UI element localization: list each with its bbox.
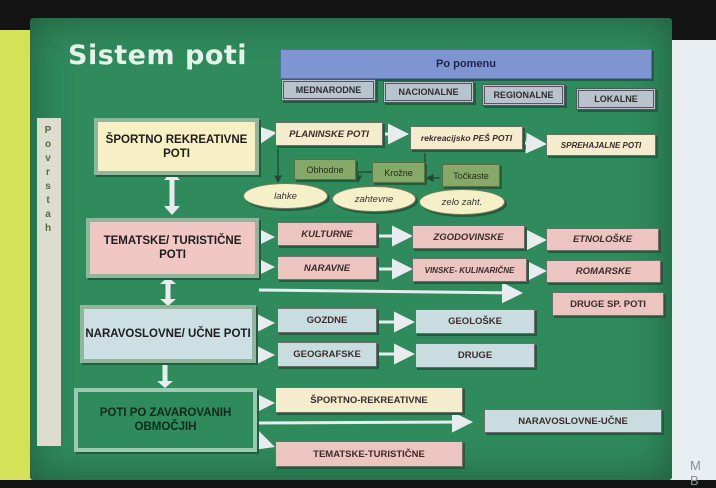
category-thematic-tourist: TEMATSKE/ TURISTIČNE POTI — [86, 218, 259, 278]
protected-thematic-tourist: TEMATSKE-TURISTIČNE — [275, 441, 463, 467]
trail-walking: SPREHAJALNE POTI — [546, 134, 656, 156]
trail-geological: GEOLOŠKE — [415, 309, 535, 334]
scope-local: LOKALNE — [576, 88, 656, 110]
surface-letter: r — [46, 167, 52, 178]
scope-regional: REGIONALNE — [482, 84, 565, 106]
type-circuit: Obhodne — [294, 159, 356, 180]
surface-letter: t — [46, 195, 52, 206]
difficulty-demanding: zahtevne — [332, 186, 416, 212]
trail-historical: ZGODOVINSKE — [412, 225, 525, 249]
protected-sport-recreational: ŠPORTNO-REKREATIVNE — [275, 387, 463, 413]
trail-cultural: KULTURNE — [277, 222, 377, 246]
trail-hiking: rekreacijsko PEŠ POTI — [410, 126, 523, 150]
surface-letter: a — [45, 209, 53, 220]
type-loop: Krožne — [372, 162, 425, 183]
difficulty-very-demanding: zelo zaht. — [419, 189, 505, 215]
trail-ethnological: ETNOLOŠKE — [546, 228, 659, 251]
trail-mountain: PLANINSKE POTI — [275, 122, 383, 146]
by-purpose-bar: Po pomenu — [280, 49, 652, 79]
category-protected-areas: POTI PO ZAVAROVANIH OBMOČJIH — [74, 388, 257, 452]
surface-letter: h — [44, 223, 54, 234]
difficulty-easy: lahke — [243, 183, 328, 209]
trail-pilgrimage: ROMARSKE — [546, 260, 661, 283]
category-sport-recreational: ŠPORTNO REKREATIVNE POTI — [94, 118, 259, 175]
scope-international: MEDNARODNE — [281, 79, 376, 101]
surface-letter: P — [44, 125, 54, 136]
by-surface-bar: P o v r s t a h — [37, 118, 61, 446]
trail-other: DRUGE — [415, 343, 535, 368]
trail-wine-culinary: VINSKE- KULINARIČNE — [412, 258, 527, 282]
scope-national: NACIONALNE — [383, 81, 474, 103]
slide-title: Sistem poti — [68, 40, 248, 71]
screen-edge-right — [668, 40, 716, 480]
surface-letter: s — [45, 181, 53, 192]
category-natural-educational: NARAVOSLOVNE/ UČNE POTI — [80, 305, 256, 363]
type-point: Točkaste — [442, 164, 500, 187]
surface-letter: o — [44, 139, 54, 150]
trail-forest: GOZDNE — [277, 308, 377, 333]
watermark: M B — [690, 458, 703, 488]
trail-other-special: DRUGE SP. POTI — [552, 292, 664, 316]
surface-letter: v — [45, 153, 53, 164]
protected-natural-educational: NARAVOSLOVNE-UČNE — [484, 409, 662, 433]
trail-geographical: GEOGRAFSKE — [277, 342, 377, 367]
trail-natural: NARAVNE — [277, 256, 377, 280]
